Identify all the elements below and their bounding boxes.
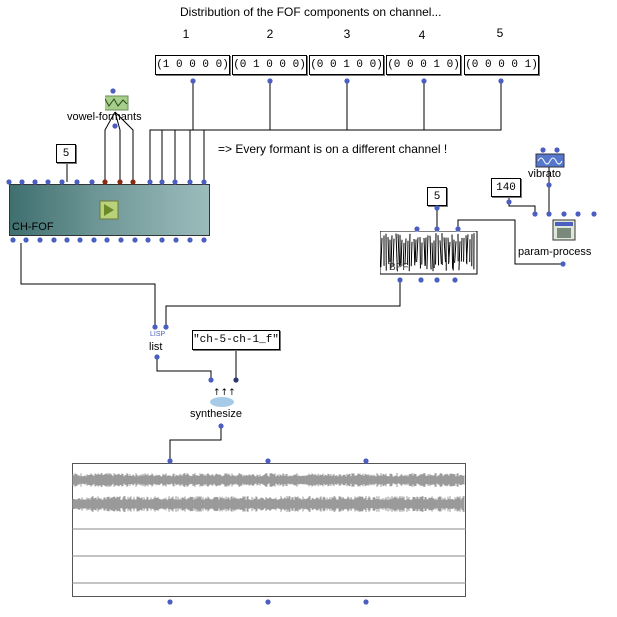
list-label[interactable]: list (149, 341, 163, 353)
lisp-tag: LISP (150, 331, 166, 338)
channel-list-box-1[interactable]: (1 0 0 0 0) (155, 55, 230, 75)
vibrato-amount-box[interactable]: 140 (491, 178, 521, 197)
synthesize-outlet (218, 423, 224, 429)
svg-text:↑↑↑: ↑↑↑ (213, 388, 236, 398)
vibrato-label: vibrato (528, 168, 562, 180)
param-process-icon[interactable] (530, 210, 602, 242)
filename-string-box[interactable]: "ch-5-ch-1_f" (192, 330, 280, 350)
vowel-formants-label: vowel-formants (67, 111, 142, 123)
formant-channel-note: => Every formant is on a different chann… (218, 142, 448, 156)
channel-number-2: 2 (266, 27, 274, 41)
list-inlets (152, 324, 169, 330)
vibrato-outlet[interactable] (545, 181, 555, 189)
channel-list-box-5[interactable]: (0 0 0 0 1) (464, 55, 539, 75)
channel-list-box-2[interactable]: (0 1 0 0 0) (232, 55, 307, 75)
list-outlet (154, 354, 160, 360)
ch-fof-number-box[interactable]: 5 (56, 144, 76, 163)
vibrato-amount-outlet (506, 199, 512, 205)
bpf-object[interactable] (380, 231, 478, 275)
ch-fof-label: CH-FOF (12, 221, 54, 233)
channel-number-3: 3 (343, 27, 351, 41)
bpf-number-box[interactable]: 5 (427, 187, 447, 206)
channel-number-4: 4 (418, 28, 426, 42)
vowel-formants-outlet[interactable] (110, 122, 122, 130)
bpf-label: BPF (389, 262, 409, 273)
channel-list-box-4[interactable]: (0 0 0 1 0) (386, 55, 461, 75)
patch-title: Distribution of the FOF components on ch… (180, 5, 442, 19)
channel-number-5: 5 (496, 26, 504, 40)
sound-waveform (72, 473, 466, 584)
ch-fof-icon (99, 200, 119, 220)
channel-list-box-3[interactable]: (0 0 1 0 0) (309, 55, 384, 75)
synthesize-icon[interactable]: ↑↑↑ (200, 374, 248, 410)
vowel-formants-icon[interactable] (105, 88, 129, 112)
param-process-label: param-process (518, 246, 592, 258)
sound-waveform-box[interactable] (72, 463, 466, 597)
param-process-outlet (560, 261, 566, 267)
synthesize-label: synthesize (190, 408, 242, 420)
channel-number-1: 1 (182, 27, 190, 41)
vibrato-icon[interactable] (535, 147, 565, 169)
